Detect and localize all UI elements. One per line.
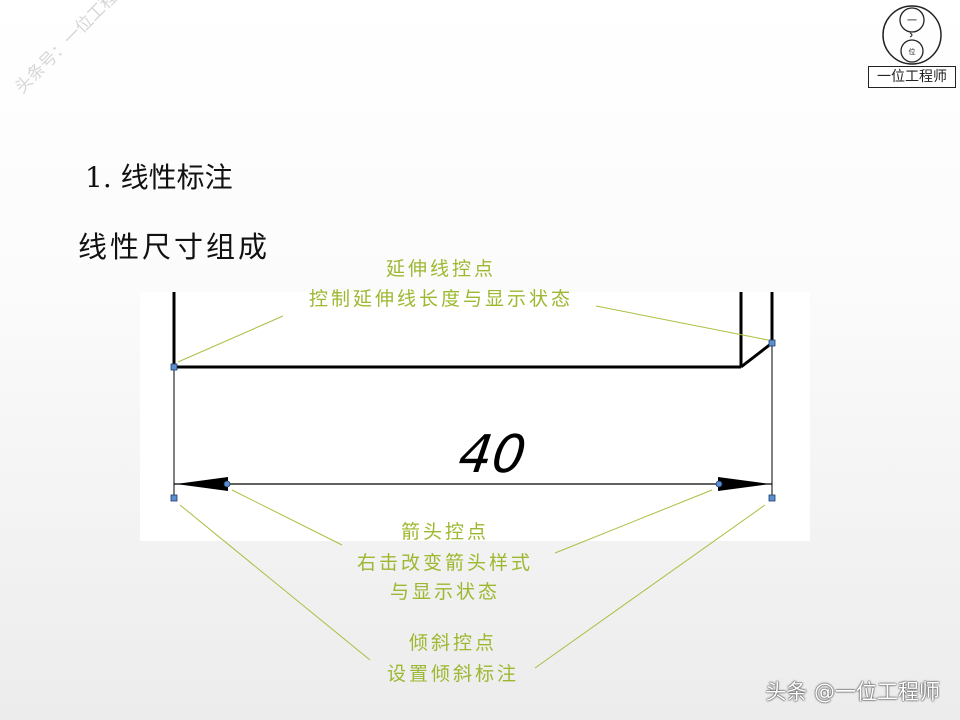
extension-grip-right xyxy=(768,339,776,347)
right-arrowhead xyxy=(718,477,770,491)
arrow-callout-desc2: 与显示状态 xyxy=(389,581,501,603)
logo-emblem: 一 位 xyxy=(882,5,942,65)
arrow-grip-right xyxy=(715,480,723,488)
logo-text: 一位工程师 xyxy=(868,66,956,88)
arrow-callout-title: 箭头控点 xyxy=(400,521,490,543)
left-arrowhead xyxy=(176,477,228,491)
author-credit: 头条 @一位工程师 xyxy=(765,680,940,704)
section-heading: 1. 线性标注 xyxy=(85,161,233,194)
grips xyxy=(170,339,776,502)
section-subheading: 线性尺寸组成 xyxy=(78,230,271,264)
part-outline xyxy=(172,292,774,369)
callout-leaders xyxy=(177,305,769,669)
oblique-callout-title: 倾斜控点 xyxy=(408,632,498,654)
arrow-callout-desc1: 右击改变箭头样式 xyxy=(356,552,534,574)
logo: 一 位 一位工程师 xyxy=(866,2,958,88)
drawing-canvas xyxy=(140,292,810,541)
logo-top-char: 一 xyxy=(907,16,917,27)
arrow-grip-left xyxy=(223,480,231,488)
oblique-grip-left xyxy=(170,494,178,502)
oblique-grip-right xyxy=(768,494,776,502)
oblique-callout-desc: 设置倾斜标注 xyxy=(386,663,520,685)
extension-callout-desc: 控制延伸线长度与显示状态 xyxy=(308,288,574,310)
extension-lines xyxy=(173,343,773,498)
extension-grip-left xyxy=(170,363,178,371)
logo-bottom-char: 位 xyxy=(909,47,916,56)
dimension-value: 40 xyxy=(455,425,530,485)
extension-callout-title: 延伸线控点 xyxy=(385,258,497,280)
